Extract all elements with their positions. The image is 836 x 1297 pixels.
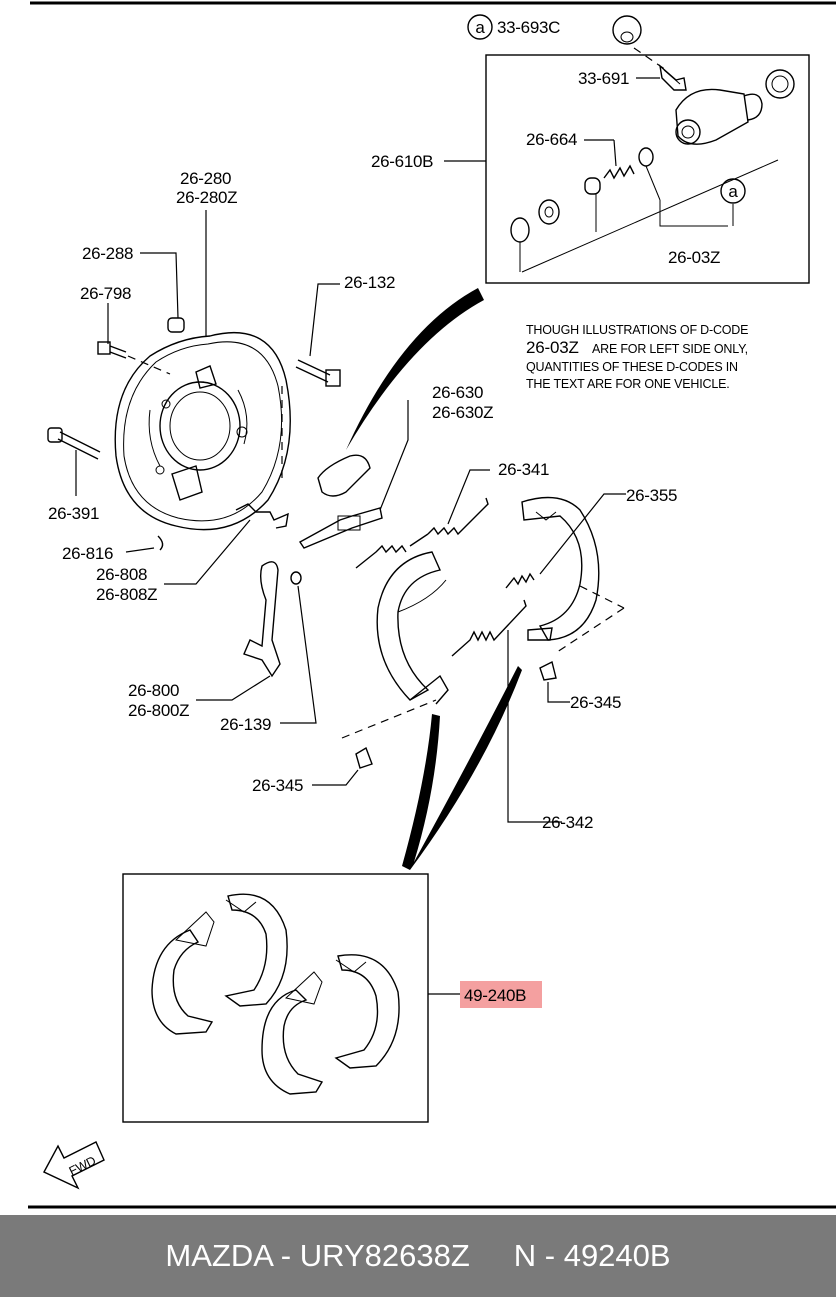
lead-26808 <box>164 519 251 585</box>
bolt-798-dash <box>127 355 171 375</box>
spring-26-342 <box>451 599 527 657</box>
lead-26664b <box>613 139 617 167</box>
note-code: 26-03Z <box>526 338 579 357</box>
label-26-345-left: 26-345 <box>252 776 303 795</box>
label-26-816: 26-816 <box>62 544 113 563</box>
lead-26816 <box>125 547 155 553</box>
label-26-132: 26-132 <box>344 273 395 292</box>
fwd-arrow-icon: FWD <box>43 1141 105 1190</box>
label-26-341: 26-341 <box>498 460 549 479</box>
clip-26-139 <box>290 571 302 585</box>
circle-mark-2 <box>720 178 746 204</box>
label-26-808z: 26-808Z <box>96 585 157 604</box>
bolt-26-391 <box>47 427 101 460</box>
kit-shoe-3 <box>261 971 324 1095</box>
kit-shoe-2 <box>224 893 288 1007</box>
shoe-right-dash <box>579 585 625 609</box>
label-26-391: 26-391 <box>48 504 99 523</box>
lead-2603z <box>659 200 728 227</box>
label-26-03z: 26-03Z <box>668 248 720 267</box>
lead-26341 <box>447 469 490 525</box>
lead-26132 <box>309 283 340 357</box>
label-26-610b: 26-610B <box>371 152 433 171</box>
label-33-693c: 33-693C <box>497 18 560 37</box>
wheel-cylinder-box <box>485 54 810 284</box>
bleeder-screw <box>658 64 687 91</box>
strut-26-808 <box>235 503 289 529</box>
kit-pointer <box>402 666 522 870</box>
label-26-630z: 26-630Z <box>432 403 493 422</box>
label-26-139: 26-139 <box>220 715 271 734</box>
clip-26-345-left <box>355 746 373 769</box>
note-line-1: THOUGH ILLUSTRATIONS OF D-CODE <box>526 323 748 337</box>
backing-plate <box>114 331 291 531</box>
lead-26630 <box>379 400 409 511</box>
footer-part-number: MAZDA - URY82638Z <box>165 1238 470 1273</box>
cylinder-pointer <box>346 288 484 450</box>
brake-shoe-left <box>376 551 449 705</box>
shoe-kit-box <box>122 873 429 1123</box>
circle-mark-1-letter: a <box>475 18 485 37</box>
lead-26345a <box>312 769 359 786</box>
brake-shoe-right <box>521 496 600 641</box>
note-line-4: THE TEXT ARE FOR ONE VEHICLE. <box>526 377 730 391</box>
shoe-left-dash <box>341 699 437 739</box>
note-line-2: ARE FOR LEFT SIDE ONLY, <box>592 342 748 356</box>
circle-mark-1 <box>467 14 493 40</box>
adjuster-26-630 <box>298 454 383 549</box>
label-26-800z: 26-800Z <box>128 701 189 720</box>
cylinder-spring <box>584 147 654 195</box>
lead-26345b <box>547 682 570 703</box>
note-line-3: QUANTITIES OF THESE D-CODES IN <box>526 360 738 374</box>
label-26-630: 26-630 <box>432 383 483 402</box>
lead-26342 <box>507 630 562 823</box>
kit-shoe-4 <box>334 954 400 1069</box>
clip-26-816 <box>157 535 164 551</box>
spring-26-355 <box>505 572 535 589</box>
exploded-parts-diagram: a a 33-693C 33-691 26-664 26-610B 26-03Z… <box>28 1 836 1209</box>
label-26-355: 26-355 <box>626 486 677 505</box>
label-26-800: 26-800 <box>128 681 179 700</box>
lead-26355 <box>539 493 626 575</box>
lead-26139 <box>280 585 317 724</box>
label-26-345-right: 26-345 <box>570 693 621 712</box>
label-33-691: 33-691 <box>578 69 629 88</box>
label-26-798: 26-798 <box>80 284 131 303</box>
clip-26-345-right <box>539 660 557 681</box>
fwd-text: FWD <box>67 1154 98 1179</box>
wheel-cylinder-body <box>675 69 795 145</box>
lead-26288 <box>140 252 179 319</box>
spring-26-341 <box>355 497 489 569</box>
bolt-26-798 <box>97 341 127 359</box>
part-number-footer: MAZDA - URY82638Z N - 49240B <box>0 1215 836 1297</box>
bolt-26-132 <box>295 359 341 387</box>
label-26-288: 26-288 <box>82 244 133 263</box>
label-26-342: 26-342 <box>542 813 593 832</box>
lead-26800 <box>196 675 271 701</box>
label-26-664: 26-664 <box>526 130 577 149</box>
label-26-808: 26-808 <box>96 565 147 584</box>
bleeder-cap <box>612 15 642 45</box>
footer-diagram-code: N - 49240B <box>513 1238 671 1273</box>
kit-shoe-1 <box>151 911 215 1035</box>
cylinder-cups <box>510 199 560 243</box>
label-49-240b: 49-240B <box>464 986 526 1005</box>
lever-26-800 <box>243 561 281 678</box>
lead-boot <box>645 165 661 201</box>
plug-26-288 <box>167 317 185 333</box>
highlight-49-240b <box>460 981 542 1008</box>
label-26-280z: 26-280Z <box>176 188 237 207</box>
circle-mark-2-letter: a <box>728 182 738 201</box>
label-26-280: 26-280 <box>180 169 231 188</box>
